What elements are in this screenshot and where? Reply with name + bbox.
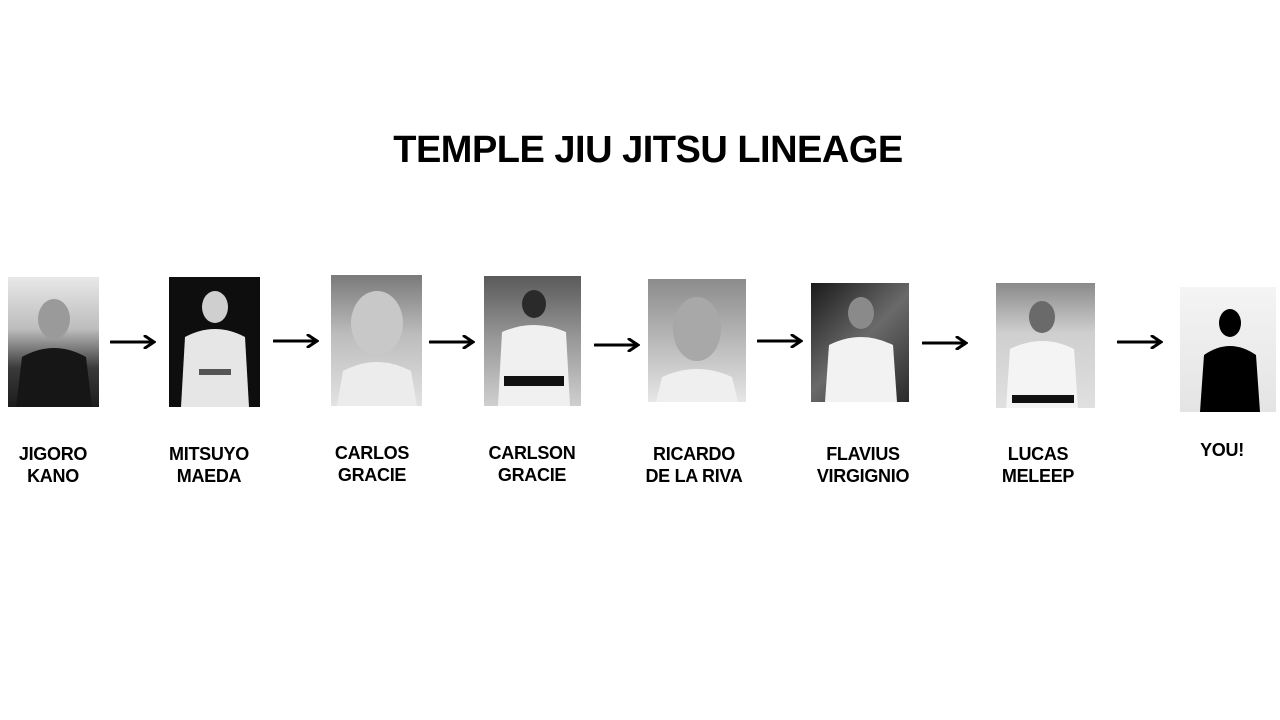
right-arrow-icon: [273, 334, 319, 348]
right-arrow-icon: [1117, 335, 1163, 349]
photo-ricardo-de-la-riva: [648, 279, 746, 402]
photo-mitsuyo-maeda: [169, 277, 260, 407]
right-arrow-icon: [110, 335, 156, 349]
photo-lucas-meleep: [996, 283, 1095, 408]
right-arrow-icon: [429, 335, 475, 349]
photo-flavius-virgignio: [811, 283, 909, 402]
right-arrow-icon: [922, 336, 968, 350]
photo-jigoro-kano: [8, 277, 99, 407]
silhouette-photo: [1180, 287, 1276, 412]
page-title: TEMPLE JIU JITSU LINEAGE: [8, 126, 1280, 174]
right-arrow-icon: [757, 334, 803, 348]
photo-carlson-gracie: [484, 276, 581, 406]
right-arrow-icon: [594, 338, 640, 352]
name-you: YOU!: [1157, 439, 1280, 461]
photo-carlos-gracie: [331, 275, 422, 406]
